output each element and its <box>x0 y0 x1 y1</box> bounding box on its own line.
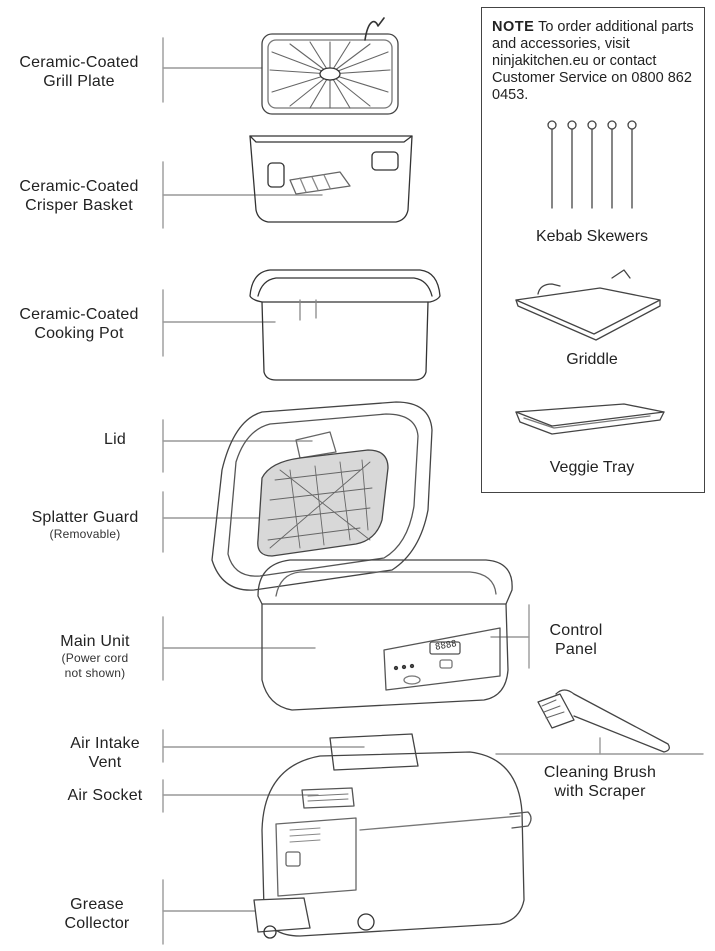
main-unit-art <box>257 559 513 711</box>
veggie-tray-art <box>515 403 665 435</box>
cooking-pot-label: Ceramic-Coated Cooking Pot <box>4 305 154 343</box>
veggie-tray-label: Veggie Tray <box>549 459 635 476</box>
splatter-guard-note: (Removable) <box>49 527 121 541</box>
cleaning-brush-label: Cleaning Brush with Scraper <box>520 763 680 801</box>
cleaning-brush-label-line2: with Scraper <box>554 783 646 800</box>
air-intake-vent-label-line1: Air Intake <box>70 735 140 752</box>
main-unit-note-line2: not shown) <box>64 666 126 680</box>
splatter-guard-label: Splatter Guard (Removable) <box>10 508 160 542</box>
lid-label: Lid <box>104 431 126 448</box>
control-panel-label-line2: Panel <box>555 641 597 658</box>
grill-plate-label-line2: Grill Plate <box>43 73 115 90</box>
crisper-basket-art <box>249 135 413 223</box>
grease-collector-label-line1: Grease <box>70 896 124 913</box>
cooking-pot-label-line1: Ceramic-Coated <box>19 306 139 323</box>
cooking-pot-label-line2: Cooking Pot <box>34 325 124 342</box>
control-panel-label-line1: Control <box>549 622 603 639</box>
grease-collector-label: Grease Collector <box>22 895 172 933</box>
splatter-guard-art <box>257 449 389 557</box>
note-heading: NOTE <box>492 19 535 35</box>
grease-collector-label-line2: Collector <box>64 915 130 932</box>
base-unit-art <box>253 733 532 939</box>
cooking-pot-art <box>249 269 441 381</box>
main-unit-note-line1: (Power cord <box>61 651 129 665</box>
cleaning-brush-art <box>537 689 670 753</box>
grill-plate-art <box>261 17 399 115</box>
griddle-art <box>515 269 661 341</box>
crisper-basket-label-line1: Ceramic-Coated <box>19 178 139 195</box>
air-intake-vent-label: Air Intake Vent <box>30 734 180 772</box>
main-unit-label: Main Unit (Power cord not shown) <box>20 632 170 681</box>
kebab-skewers-label: Kebab Skewers <box>535 228 649 245</box>
crisper-basket-label-line2: Crisper Basket <box>25 197 133 214</box>
grill-plate-label-line1: Ceramic-Coated <box>19 54 139 71</box>
lid-art <box>211 401 433 591</box>
main-unit-label-text: Main Unit <box>60 633 130 650</box>
kebab-skewers-art <box>547 120 637 209</box>
splatter-guard-label-text: Splatter Guard <box>31 509 139 526</box>
control-panel-label: Control Panel <box>536 621 616 659</box>
note-body: To order additional parts and accessorie… <box>492 19 694 103</box>
crisper-basket-label: Ceramic-Coated Crisper Basket <box>4 177 154 215</box>
air-intake-vent-label-line2: Vent <box>88 754 122 771</box>
griddle-label: Griddle <box>566 351 618 368</box>
grill-plate-label: Ceramic-Coated Grill Plate <box>4 53 154 91</box>
air-socket-label: Air Socket <box>67 787 143 804</box>
cleaning-brush-label-line1: Cleaning Brush <box>543 764 657 781</box>
note-box: NOTE To order additional parts and acces… <box>481 7 705 493</box>
note-text: NOTE To order additional parts and acces… <box>492 19 698 104</box>
